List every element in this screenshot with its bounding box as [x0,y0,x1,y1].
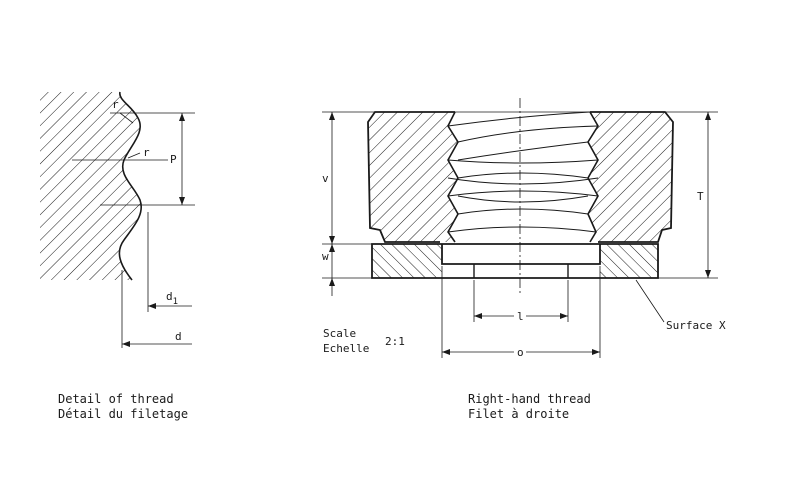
o-label-background [514,344,526,358]
nut-caption-fr: Filet à droite [468,407,569,421]
scale-label-en: Scale [323,327,356,340]
internal-thread-helix-lines [447,111,599,233]
major-diameter-label: d [175,330,182,343]
thread-profile-curve [118,91,142,281]
pitch-arrow-bottom [179,197,185,205]
v-arrow-top [329,112,335,120]
l-label: l [517,310,524,323]
T-arrow-top [705,112,711,120]
o-label: o [517,346,524,359]
T-arrow-bottom [705,270,711,278]
thread-profile-hatching [40,92,142,280]
surface-x-label: Surface X [666,319,726,332]
radius-leader-mid [127,152,141,159]
thread-caption-fr: Détail du filetage [58,407,188,421]
thread-detail: P r r d1 d [40,91,195,348]
minor-diameter-arrow [148,303,156,309]
pitch-label: P [170,153,177,166]
radius-label-mid: r [143,146,150,159]
washer-left-hatching [372,244,442,278]
nut-right-wall-hatching [588,112,673,242]
o-arrow-left [442,349,450,355]
w-label: w [322,250,329,263]
nut-caption-en: Right-hand thread [468,392,591,406]
washer-right-hatching [600,244,658,278]
major-diameter-arrow [122,341,130,347]
scale-label-fr: Echelle [323,342,369,355]
l-label-background [514,308,526,322]
radius-label-top: r [112,98,119,111]
v-arrow-bottom [329,236,335,244]
scale-ratio: 2:1 [385,335,405,348]
radius-leader-top [119,112,134,124]
w-arrow-top [329,244,335,252]
pitch-arrow-top [179,113,185,121]
washer-counterbore [441,244,601,265]
l-arrow-left [474,313,482,319]
v-label: v [322,172,329,185]
w-arrow-bottom [329,278,335,286]
thread-caption-en: Detail of thread [58,392,174,406]
surface-x-leader [635,279,665,323]
T-label: T [697,190,704,203]
minor-diameter-label: d1 [166,290,178,307]
nut-left-wall-hatching [368,112,458,242]
l-arrow-right [560,313,568,319]
o-arrow-right [592,349,600,355]
nut-section: v w T l o Surface X Scale Echelle [322,98,726,359]
